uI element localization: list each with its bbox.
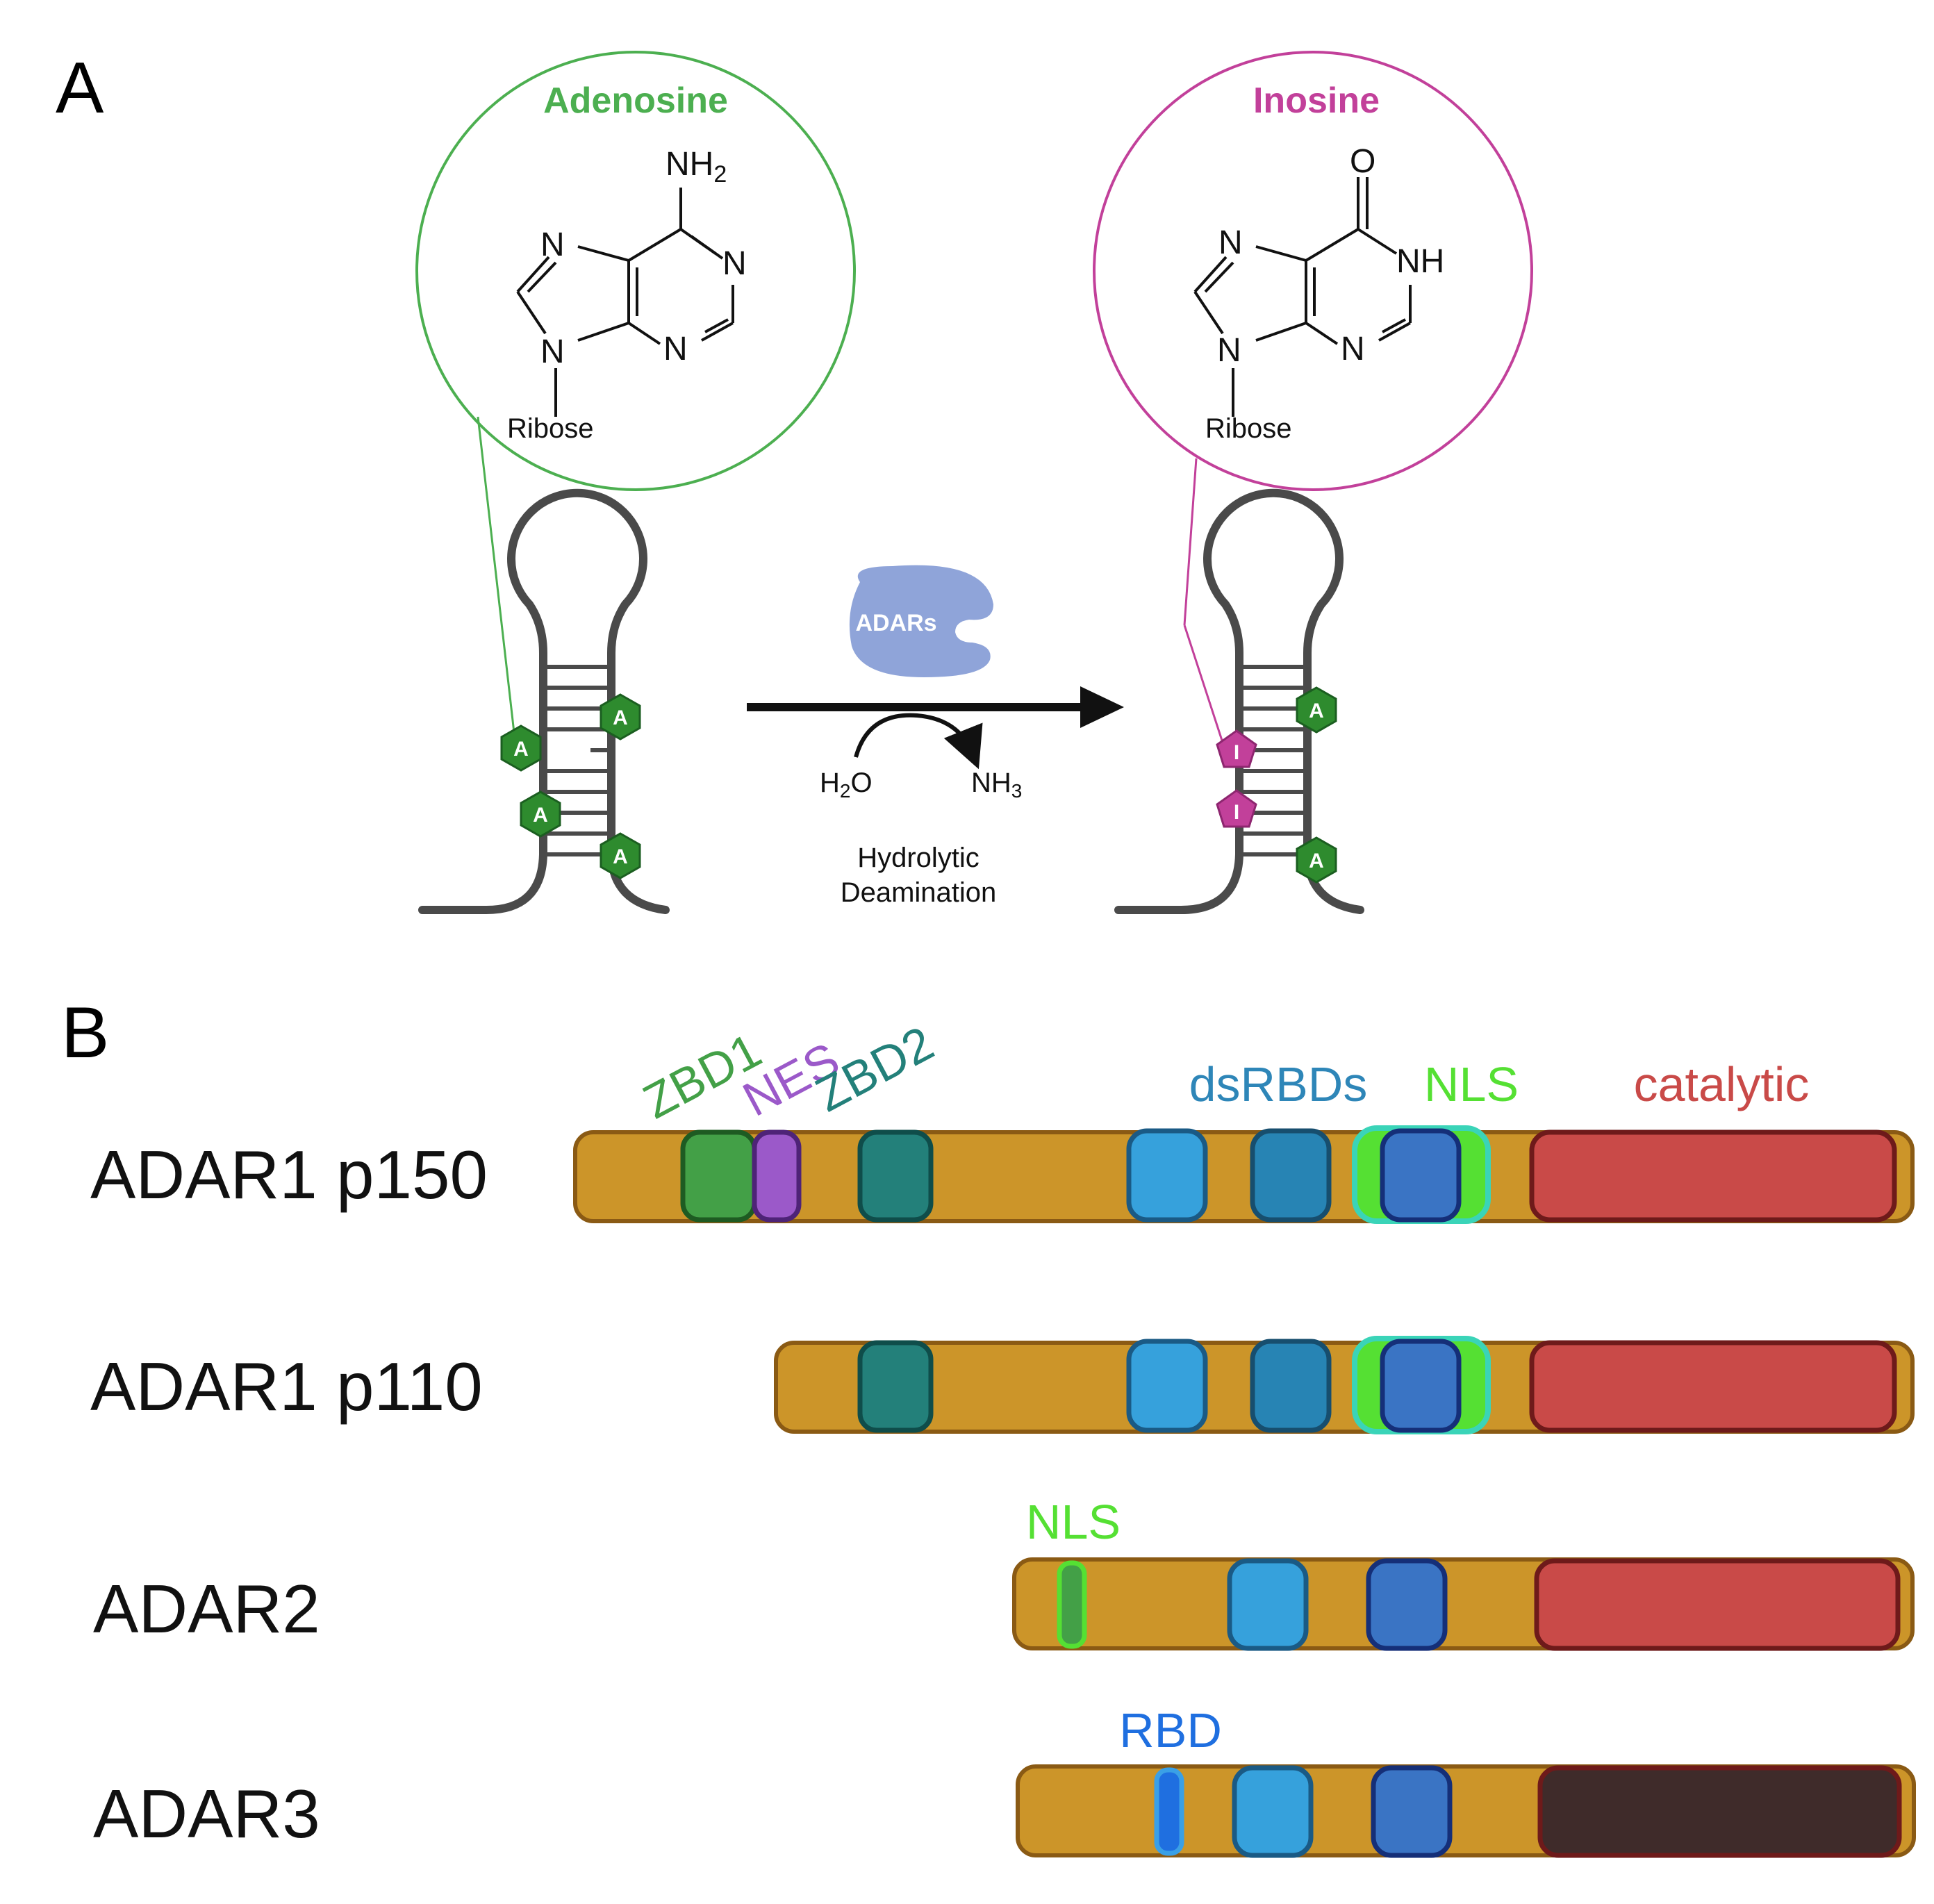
- hairpin-rungs-right: [1239, 665, 1307, 856]
- inosine-title: Inosine: [1253, 81, 1380, 121]
- base-a-4: A: [600, 832, 641, 879]
- dsrbds-label: dsRBDs: [1189, 1057, 1368, 1111]
- base-a-2: A: [500, 725, 542, 772]
- catalytic-domain: [1534, 1558, 1901, 1651]
- adenosine-title: Adenosine: [543, 81, 728, 121]
- inosine-structure: Inosine O NH N N N Ribose: [1093, 51, 1533, 491]
- catalytic-label: catalytic: [1634, 1057, 1810, 1111]
- svg-text:A: A: [613, 706, 628, 729]
- adenosine-n7: N: [540, 226, 565, 263]
- protein-label-adar1-p150: ADAR1 p150: [90, 1136, 488, 1213]
- svg-text:A: A: [533, 804, 548, 827]
- dsrbd2-domain: [1371, 1765, 1453, 1858]
- dsrbd2-domain: [1250, 1339, 1332, 1433]
- base-a-1: A: [600, 693, 641, 740]
- adenosine-n3: N: [663, 331, 688, 367]
- inosine-circle: [1093, 51, 1533, 491]
- adenosine-n9: N: [540, 333, 565, 370]
- inosine-n3: N: [1341, 331, 1365, 367]
- base-a-right-2: A: [1296, 836, 1337, 884]
- reaction: ADARs H2O NH3 Hydrolytic Deamination: [747, 565, 1124, 908]
- protein-adar3: [1016, 1764, 1916, 1858]
- inosine-connector-lower: [1183, 624, 1225, 747]
- rna-hairpin-right: A I I A: [1114, 488, 1364, 914]
- adar-enzyme-label: ADARs: [855, 610, 936, 636]
- dsrbd3-domain: [1380, 1128, 1462, 1223]
- adar-enzyme-blob: [849, 565, 993, 677]
- catalytic-domain: [1529, 1129, 1897, 1223]
- water-label: H2O: [820, 768, 873, 802]
- protein-adar1-p110: [774, 1336, 1915, 1434]
- adar2-nls-label: NLS: [1026, 1495, 1121, 1549]
- dsrbd1-domain: [1227, 1558, 1309, 1651]
- adenosine-n1: N: [722, 245, 747, 282]
- adenosine-circle: [415, 51, 856, 491]
- protein-label-adar1-p110: ADAR1 p110: [90, 1348, 483, 1425]
- hypoxanthine-bonds: [1193, 177, 1412, 417]
- svg-text:A: A: [1309, 850, 1324, 872]
- reaction-arrow-head: [1080, 686, 1124, 728]
- adenosine-ribose: Ribose: [507, 413, 594, 444]
- adenosine-nh2: NH2: [666, 146, 727, 188]
- reaction-label-line1: Hydrolytic: [857, 843, 980, 873]
- rbd-domain: [1154, 1767, 1184, 1856]
- inosine-ribose: Ribose: [1205, 413, 1292, 444]
- nls-label: NLS: [1424, 1057, 1519, 1111]
- nes-domain: [752, 1129, 802, 1223]
- adenosine-connector: [477, 416, 517, 745]
- ammonia-label: NH3: [971, 768, 1022, 802]
- dsrbd2-domain: [1366, 1558, 1448, 1651]
- protein-adar1-p150: [573, 1125, 1915, 1224]
- zbd2-domain: [857, 1129, 934, 1223]
- base-i-2: I: [1216, 789, 1257, 828]
- base-a-right-1: A: [1296, 686, 1337, 734]
- protein-label-adar2: ADAR2: [93, 1571, 320, 1647]
- base-i-1: I: [1216, 729, 1257, 768]
- adenine-bonds: [516, 188, 734, 417]
- protein-label-adar3: ADAR3: [93, 1775, 320, 1852]
- inosine-n9: N: [1217, 332, 1241, 369]
- hairpin-backbone-left: [418, 488, 670, 914]
- base-a-3: A: [520, 790, 561, 838]
- water-ammonia-arc: [854, 713, 983, 770]
- zbd2-domain: [857, 1340, 934, 1433]
- panel-a-letter: A: [56, 48, 104, 129]
- inosine-o: O: [1350, 143, 1375, 180]
- svg-text:I: I: [1234, 801, 1239, 824]
- dsrbd2-domain: [1250, 1128, 1332, 1223]
- inosine-connector-upper: [1183, 458, 1198, 626]
- dsrbd1-domain: [1126, 1339, 1208, 1433]
- zbd1-domain: [680, 1129, 757, 1223]
- rna-hairpin-left: A A A A: [418, 488, 670, 914]
- dsrbd1-domain: [1126, 1128, 1208, 1223]
- inosine-n7: N: [1218, 224, 1243, 261]
- zbd2-label: ZBD2: [807, 1016, 942, 1122]
- svg-text:A: A: [613, 845, 628, 868]
- svg-text:I: I: [1234, 741, 1239, 764]
- hairpin-backbone-right: [1114, 488, 1364, 914]
- rbd-label: RBD: [1119, 1703, 1222, 1757]
- catalytic-domain-inactive: [1537, 1765, 1902, 1858]
- svg-text:A: A: [513, 738, 529, 761]
- catalytic-domain: [1529, 1340, 1897, 1433]
- nls-domain: [1057, 1560, 1087, 1649]
- reaction-label-line2: Deamination: [841, 877, 997, 908]
- dsrbd1-domain: [1232, 1765, 1314, 1858]
- inosine-nh: NH: [1396, 243, 1444, 280]
- protein-adar2: [1012, 1557, 1915, 1651]
- dsrbd3-domain: [1380, 1339, 1462, 1433]
- panel-b-letter: B: [61, 993, 109, 1073]
- adenosine-structure: Adenosine NH2 N N N N Ribose: [415, 51, 856, 491]
- svg-text:A: A: [1309, 699, 1324, 722]
